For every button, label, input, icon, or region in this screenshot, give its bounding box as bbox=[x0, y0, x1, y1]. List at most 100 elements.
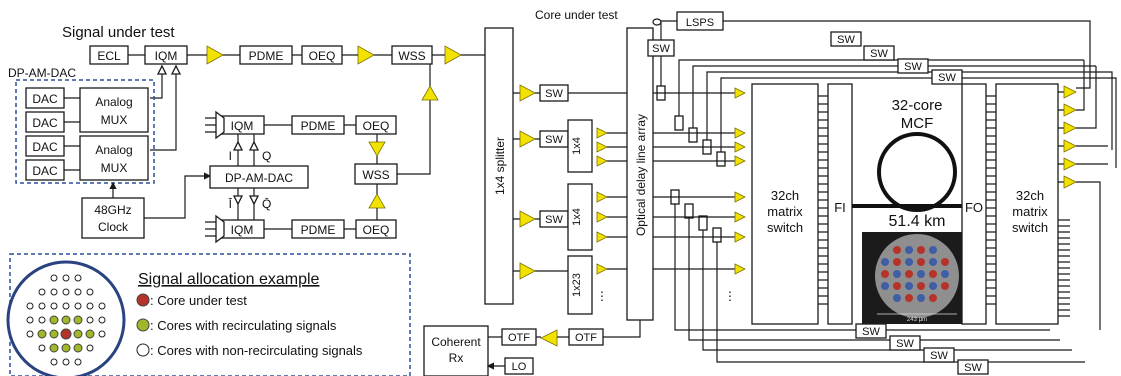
fiber-spool-icon bbox=[877, 132, 957, 212]
mux-label: MUX bbox=[101, 113, 128, 127]
sw-box bbox=[931, 69, 963, 85]
amplifier-icon bbox=[357, 45, 375, 65]
matrix-label-line3: switch bbox=[1012, 220, 1048, 235]
amplifier-icon bbox=[519, 84, 536, 102]
legend-item-recirculating: : Cores with recirculating signals bbox=[150, 318, 337, 333]
ecl-label: ECL bbox=[97, 49, 121, 63]
analog-mux-box bbox=[79, 135, 149, 181]
q-label: Q bbox=[262, 149, 271, 163]
sw-label: SW bbox=[930, 350, 948, 362]
amplifier-icon bbox=[596, 141, 608, 153]
sw-box bbox=[923, 347, 955, 363]
fo-output-lines bbox=[986, 95, 996, 305]
matrix-output-lines bbox=[818, 95, 828, 305]
amplifier-icon bbox=[596, 263, 608, 275]
amplifier-icon bbox=[734, 263, 746, 275]
analog-label: Analog bbox=[95, 95, 132, 109]
clock-label-line2: Clock bbox=[98, 220, 129, 234]
sw-box bbox=[897, 58, 929, 74]
sw-label: SW bbox=[545, 88, 563, 100]
oeq-label-bot: OEQ bbox=[363, 223, 390, 237]
laser-icon bbox=[215, 110, 225, 140]
drive-triangle-icon bbox=[170, 64, 182, 75]
drive-lines bbox=[237, 134, 255, 166]
allocation-example-cores bbox=[26, 274, 106, 366]
oeq-label-mid: OEQ bbox=[363, 119, 390, 133]
coherent-label-line1: Coherent bbox=[431, 335, 481, 349]
dp-am-dac-title: DP-AM-DAC bbox=[8, 66, 76, 80]
non-recirculating-swatch bbox=[136, 343, 150, 357]
mcf-label-line2: MCF bbox=[901, 115, 934, 132]
delay-element bbox=[684, 203, 694, 219]
delay-element bbox=[674, 115, 684, 131]
array-input-lines bbox=[568, 92, 627, 270]
analog-label: Analog bbox=[95, 143, 132, 157]
delay-element bbox=[712, 227, 722, 243]
sw-box bbox=[889, 335, 921, 351]
sw-label: SW bbox=[870, 48, 888, 60]
ellipsis-icon: ⋮ bbox=[596, 289, 608, 303]
amplifier-icon bbox=[368, 193, 386, 209]
terminated-ports bbox=[1058, 219, 1070, 317]
amplifier-icon bbox=[206, 45, 224, 65]
amplifier-icon bbox=[734, 155, 746, 167]
i-label: I bbox=[229, 149, 232, 163]
matrix-input-lines bbox=[653, 92, 735, 270]
coherent-label-line2: Rx bbox=[449, 351, 464, 365]
dac-label: DAC bbox=[32, 164, 58, 178]
delay-line-array-label: Optical delay line array bbox=[634, 114, 648, 236]
core-under-test-label: Core under test bbox=[535, 8, 618, 22]
amplifier-icon bbox=[596, 191, 608, 203]
sw-box bbox=[957, 359, 989, 375]
dac-label: DAC bbox=[32, 92, 58, 106]
fo-label: FO bbox=[965, 200, 983, 215]
oeq-label-top: OEQ bbox=[309, 49, 336, 63]
laser-lines bbox=[205, 117, 216, 133]
pdme-label-top: PDME bbox=[249, 49, 284, 63]
amplifier-icon bbox=[421, 85, 439, 101]
splitter-box bbox=[484, 27, 514, 305]
dp-am-dac-group bbox=[15, 79, 155, 184]
amplifier-icon bbox=[596, 231, 608, 243]
analog-mux-box bbox=[79, 87, 149, 133]
amplifier-icon bbox=[734, 127, 746, 139]
drive-triangle-icon bbox=[232, 140, 244, 151]
matrix-label-line2: matrix bbox=[767, 204, 803, 219]
distance-label: 51.4 km bbox=[889, 213, 946, 230]
otf-label: OTF bbox=[508, 332, 530, 344]
clock-line bbox=[144, 172, 212, 219]
drive-triangle-icon bbox=[248, 195, 260, 206]
rx-chain-lines bbox=[488, 320, 641, 338]
one-by-four-label: 1x4 bbox=[571, 208, 583, 226]
one-by-23-label: 1x23 bbox=[571, 273, 583, 297]
amplifier-icon bbox=[368, 141, 386, 157]
one-by-four-box bbox=[567, 183, 593, 251]
legend-item-non-recirculating: : Cores with non-recirculating signals bbox=[150, 343, 363, 358]
amplifier-icon bbox=[519, 210, 536, 228]
delay-line-array-box bbox=[626, 27, 654, 321]
output-lines bbox=[1058, 91, 1064, 183]
amplifier-icon bbox=[734, 231, 746, 243]
amplifier-icon bbox=[444, 45, 462, 65]
amplifier-icon bbox=[1063, 139, 1077, 153]
delay-element bbox=[698, 215, 708, 231]
amplifier-icon bbox=[519, 130, 536, 148]
return-lines bbox=[1040, 59, 1117, 330]
iqm-label-bot: IQM bbox=[231, 223, 254, 237]
amplifier-icon bbox=[596, 211, 608, 223]
scale-label: 243 μm bbox=[907, 317, 927, 323]
amplifier-icon bbox=[734, 141, 746, 153]
coherent-rx-box bbox=[423, 325, 489, 376]
amplifier-icon bbox=[596, 155, 608, 167]
splitter-outputs bbox=[513, 92, 520, 272]
recirculating-lines bbox=[674, 59, 1085, 363]
wss-to-top-line bbox=[397, 86, 431, 175]
drive-triangle-icon bbox=[248, 140, 260, 151]
delay-element bbox=[716, 151, 726, 167]
amplifier-icon bbox=[1063, 175, 1077, 189]
matrix-switch-out bbox=[995, 83, 1059, 325]
legend-title: Signal allocation example bbox=[138, 271, 320, 288]
core-image-cores bbox=[881, 246, 949, 302]
amplifier-icon bbox=[1063, 157, 1077, 171]
ibar-label: Ī bbox=[229, 197, 233, 211]
